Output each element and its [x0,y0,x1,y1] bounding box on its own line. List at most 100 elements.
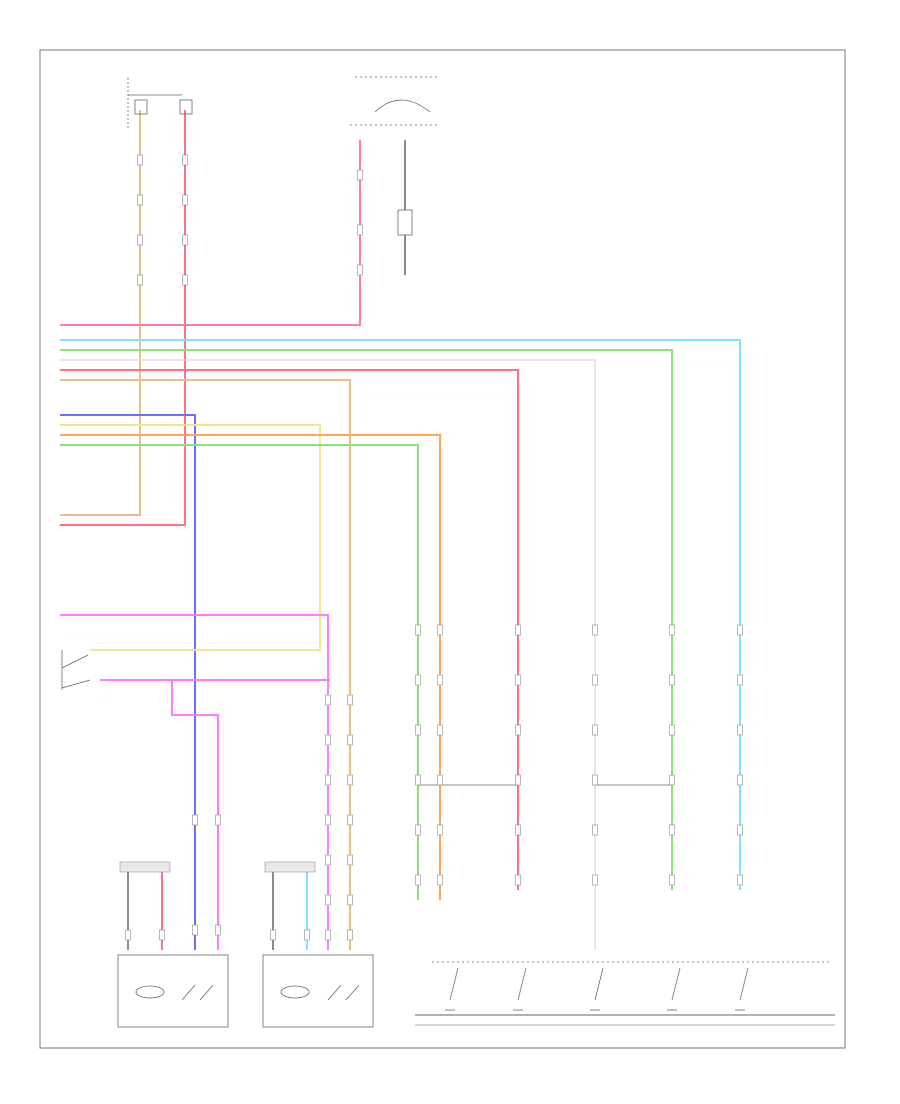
wire-white [60,359,596,950]
horn-unit-left [119,861,171,873]
fuse-box-top-left [127,78,193,128]
inline-connector [669,774,675,786]
inline-connector [357,169,363,181]
inline-connector [515,774,521,786]
inline-connector [347,734,353,746]
horn-unit-right [264,861,316,873]
wire-violet-down [171,680,219,950]
inline-connector [515,874,521,886]
wire-orange [60,434,441,900]
inline-connector [437,874,443,886]
inline-connector [515,724,521,736]
inline-connector [137,194,143,206]
wire-blue [60,414,196,950]
inline-connector [737,724,743,736]
inline-connector [737,774,743,786]
switch-5 [735,967,749,1011]
switch-2 [513,967,527,1011]
inline-connector [325,694,331,706]
inline-connector [182,154,188,166]
inline-connector [437,624,443,636]
inline-connector [125,929,131,941]
inline-connector [347,774,353,786]
inline-connector [357,224,363,236]
wire-green-top [60,349,673,890]
inline-connector [669,674,675,686]
inline-connector [347,894,353,906]
inline-connector [137,234,143,246]
wire-green [60,444,419,900]
inline-connector [415,674,421,686]
inline-connector [592,824,598,836]
wire-violet [60,614,329,950]
inline-connector [669,624,675,636]
inline-connector [137,274,143,286]
inline-connector [415,624,421,636]
inline-connector [182,194,188,206]
inline-connector [325,894,331,906]
inline-connector [182,274,188,286]
inline-connector [669,824,675,836]
inline-connector [415,874,421,886]
inline-connector [737,824,743,836]
inline-connector [592,874,598,886]
inline-connector [592,624,598,636]
inline-connector [325,814,331,826]
inline-connector [325,854,331,866]
switch-1 [445,967,459,1011]
inline-connector [592,674,598,686]
steering-audio-switch [61,650,91,690]
inline-connector [159,929,165,941]
inline-connector [347,694,353,706]
inline-connector [325,929,331,941]
inline-connector [415,824,421,836]
inline-connector [437,724,443,736]
wire-red-left [60,110,186,526]
inline-connector [669,874,675,886]
wire-light-blue [60,339,741,890]
inline-connector [592,724,598,736]
inline-connector [304,929,310,941]
inline-connector [347,854,353,866]
inline-connector [192,924,198,936]
inline-connector [215,814,221,826]
inline-connector [192,814,198,826]
inline-connector [737,624,743,636]
inline-connector [415,724,421,736]
inline-connector [515,824,521,836]
inline-connector [325,774,331,786]
switch-4 [667,967,681,1011]
inline-connector [347,929,353,941]
inline-connector [415,774,421,786]
transmission-range-sensor [350,76,440,236]
inline-connector [215,924,221,936]
inline-connector [437,774,443,786]
inline-connector [357,264,363,276]
inline-connector [515,674,521,686]
inline-connector [737,874,743,886]
inline-connector [325,734,331,746]
middle-module [262,954,374,1028]
inline-connector [437,824,443,836]
wire-pink-sensor [60,140,361,326]
wire-red-pink [60,369,519,890]
inline-connector [437,674,443,686]
diagram-frame [39,49,846,1049]
wire-group [60,110,835,1026]
wire-tan [60,379,351,950]
inline-connector [270,929,276,941]
inline-connector [592,774,598,786]
inline-connectors [125,154,743,941]
left-module [117,954,229,1028]
inline-connector [347,814,353,826]
inline-connector [515,624,521,636]
inline-connector [737,674,743,686]
inline-connector [182,234,188,246]
right-switch-cluster [432,961,832,1011]
inline-connector [669,724,675,736]
inline-connector [137,154,143,166]
switch-3 [590,967,604,1011]
wire-tan-left [60,110,141,516]
